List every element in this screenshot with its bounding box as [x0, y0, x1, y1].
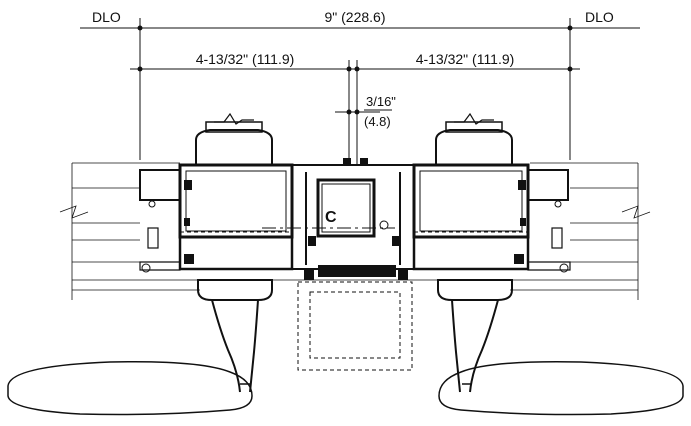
- left-half-dimension-label: 4-13/32" (111.9): [196, 51, 295, 67]
- gaskets: [184, 158, 526, 280]
- dlo-right-label: DLO: [585, 9, 614, 25]
- dlo-left-label: DLO: [92, 9, 121, 25]
- top-clamp-left: [195, 112, 273, 166]
- fasteners: [141, 200, 569, 273]
- frame-profile: [139, 163, 571, 271]
- top-clamp-right: [435, 112, 513, 166]
- joint-dimension-metric: (4.8): [364, 114, 391, 129]
- joint-dimension-fraction: 3/16": [366, 94, 396, 109]
- base-pads: [7, 360, 684, 416]
- right-half-dimension-label: 4-13/32" (111.9): [416, 51, 515, 67]
- wall-lines: [59, 162, 651, 300]
- overall-dimension-label: 9" (228.6): [324, 9, 385, 25]
- centerline-mark: C: [325, 209, 337, 226]
- dimension-lines: [80, 18, 640, 165]
- hidden-steel-outline: [180, 231, 528, 371]
- dimension-dots: [137, 25, 573, 115]
- bottom-clamp-left: [197, 279, 273, 393]
- centerline: [262, 220, 395, 230]
- bottom-clamp-right: [437, 279, 513, 393]
